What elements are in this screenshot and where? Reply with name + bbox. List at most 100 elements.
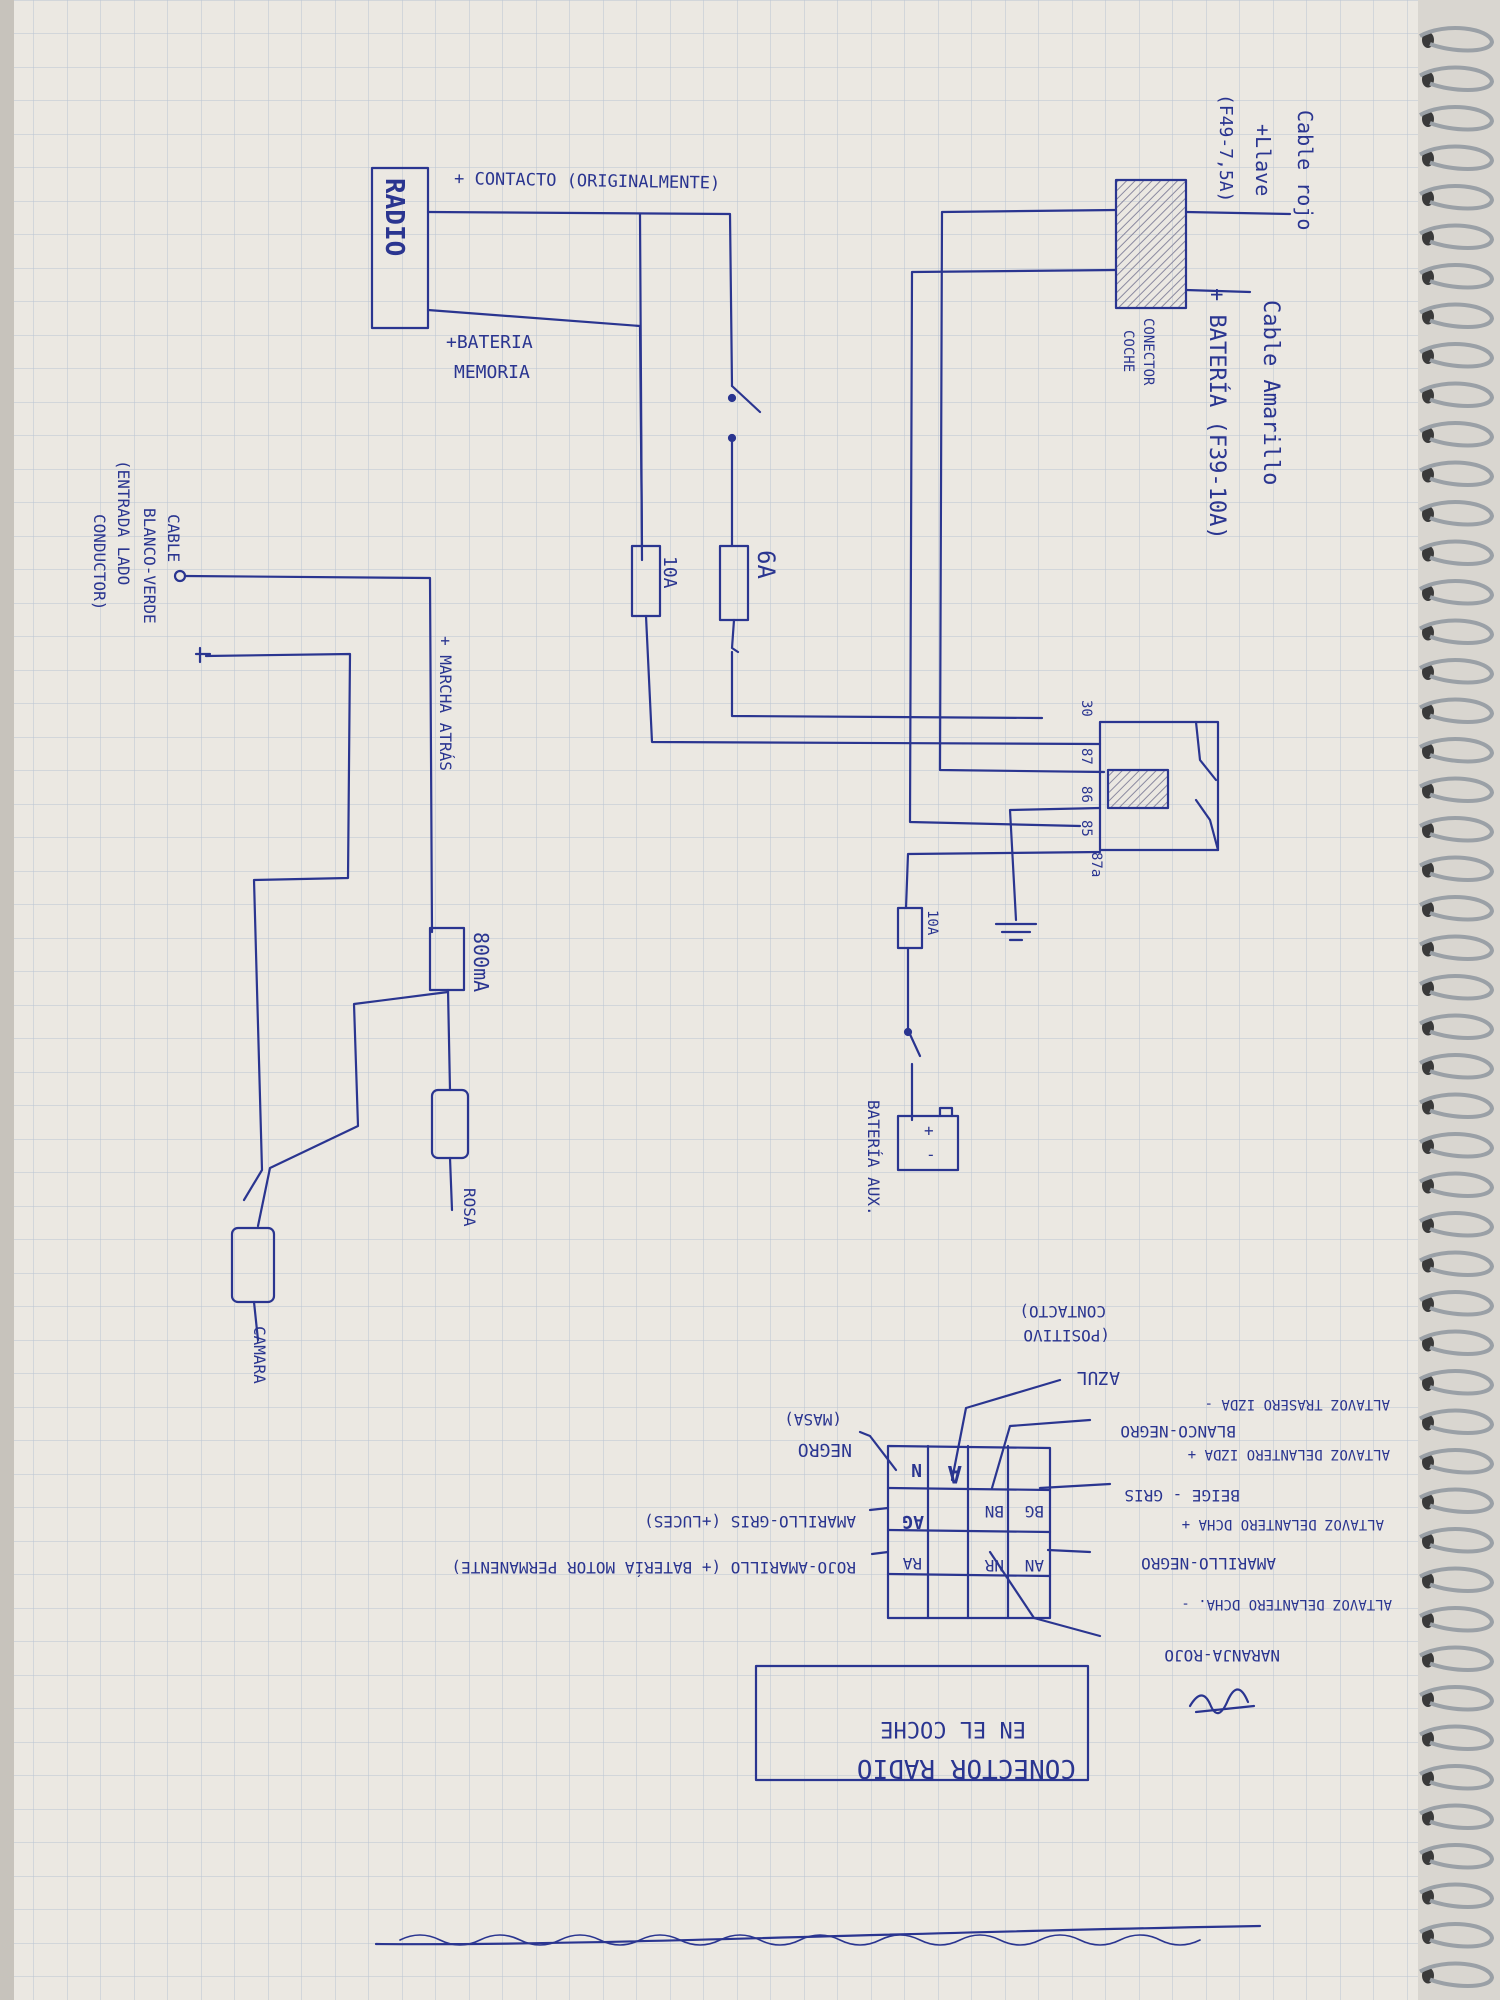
wire-800ma-to-rosa (446, 988, 452, 1092)
conector-coche-label-1: CONECTOR (1140, 318, 1156, 386)
relay-box (1098, 720, 1220, 852)
spiral-ring (1419, 697, 1495, 724)
switch-aux-contact (903, 1027, 913, 1037)
wire-altavoz-tras-izda: ALTAVOZ TRASERO IZDA - (1205, 1396, 1390, 1412)
relay-contacts (1194, 720, 1220, 852)
ground-symbol (994, 922, 1038, 942)
cell-ag: AG (902, 1511, 924, 1532)
cell-ra: RA (902, 1554, 922, 1573)
wire-relay-87a-aux (904, 850, 1102, 910)
connector-grid (886, 1444, 1052, 1620)
relay-pin-87a: 87a (1088, 852, 1104, 877)
cell-bn: BN (985, 1502, 1004, 1521)
spiral-ring (1419, 1053, 1495, 1080)
spiral-ring (1419, 460, 1495, 487)
spiral-ring (1419, 1408, 1495, 1435)
spiral-ring (1419, 1250, 1495, 1277)
spiral-ring (1419, 1527, 1495, 1554)
spiral-ring (1419, 1290, 1495, 1317)
spiral-ring (1419, 1685, 1495, 1712)
spiral-ring (1419, 184, 1495, 211)
spiral-ring (1419, 1961, 1495, 1988)
fuse-10a-top-label: 10A (659, 556, 680, 589)
wire-amarillo-gris: AMARILLO-GRIS (+LUCES) (644, 1512, 856, 1531)
spiral-ring (1419, 26, 1495, 53)
switch-6a-contact-bottom (727, 433, 737, 443)
wire-fuse-6a-down (730, 618, 1044, 720)
wire-relay-85-ground (1008, 806, 1102, 922)
strikethrough-scribble (399, 1934, 1201, 1946)
battery-aux-minus: - (926, 1145, 936, 1164)
bateria-memoria-label-2: MEMORIA (454, 362, 530, 383)
conector-coche-label-2: COCHE (1120, 330, 1136, 372)
connector-box-title-2: EN EL COCHE (880, 1716, 1026, 1741)
spiral-ring (1419, 302, 1495, 329)
leader-rojo-amarillo (870, 1550, 890, 1556)
spiral-ring (1419, 342, 1495, 369)
wire-blanco-verde (183, 574, 434, 934)
wire-marcha-atras-feed (204, 652, 352, 1202)
llave-fuse-label: (F49-7,5A) (1215, 94, 1236, 202)
spiral-ring (1419, 974, 1495, 1001)
wire-rojo-amarillo: ROJO-AMARILLO (+ BATERÍA MOTOR PERMANENT… (451, 1558, 856, 1577)
car-connector-box (1114, 178, 1188, 310)
spiral-ring (1419, 895, 1495, 922)
rosa-label: ROSA (460, 1188, 479, 1227)
wire-altavoz-del-izda: ALTAVOZ DELANTERO IZDA + (1188, 1446, 1390, 1462)
fuse-800ma-label: 800mA (469, 932, 493, 992)
cell-a: A (947, 1460, 962, 1488)
wire-fuse-10a-down (644, 614, 1102, 746)
spiral-ring (1419, 579, 1495, 606)
wire-positivo-label-2: CONTACTO) (1019, 1302, 1106, 1321)
relay-pin-87: 87 (1078, 748, 1094, 765)
fuse-10a-aux-box (896, 906, 924, 950)
spiral-ring (1419, 1803, 1495, 1830)
wire-connector-to-relay-2 (908, 268, 1118, 828)
spiral-ring (1419, 1211, 1495, 1238)
cell-n: N (911, 1459, 922, 1480)
fuse-6a-label: 6A (752, 550, 780, 579)
spiral-ring (1419, 1882, 1495, 1909)
radio-box (370, 166, 430, 330)
spiral-ring (1419, 1329, 1495, 1356)
scribble-note (1188, 1688, 1256, 1715)
spiral-ring (1419, 1369, 1495, 1396)
connector-box-title-1: CONECTOR RADIO (857, 1753, 1076, 1783)
spiral-ring (1419, 855, 1495, 882)
battery-aux-box (896, 1114, 960, 1172)
switch-6a (730, 384, 762, 548)
spiral-ring (1419, 1645, 1495, 1672)
left-edge-shadow (0, 0, 14, 2000)
strikethrough-line (374, 1924, 1262, 1946)
wire-altavoz-del-dcha-plus: ALTAVOZ DELANTERO DCHA + (1182, 1516, 1384, 1532)
camara-label: CAMARA (250, 1326, 269, 1384)
spiral-ring (1419, 1092, 1495, 1119)
llave-label: +Llave (1251, 124, 1275, 196)
bateria-memoria-label-1: +BATERIA (446, 332, 533, 353)
spiral-ring (1419, 1171, 1495, 1198)
leader-negro (858, 1430, 898, 1472)
wire-masa-label: (MASA) (784, 1410, 842, 1429)
leader-azul (950, 1378, 1062, 1482)
spiral-ring (1419, 1922, 1495, 1949)
leader-blanco-negro (990, 1418, 1092, 1490)
cell-an: AN (1025, 1556, 1044, 1575)
cable-label-3: (ENTRADA LADO (114, 460, 133, 585)
spiral-ring (1419, 934, 1495, 961)
spiral-ring (1419, 816, 1495, 843)
spiral-ring (1419, 1606, 1495, 1633)
wire-amarillo-negro: AMARILLO-NEGRO (1141, 1554, 1276, 1573)
spiral-ring (1419, 658, 1495, 685)
spiral-ring (1419, 105, 1495, 132)
cell-nr: NR (984, 1556, 1004, 1575)
radio-label: RADIO (379, 178, 409, 256)
spiral-ring (1419, 1487, 1495, 1514)
wire-ground-stub (194, 646, 212, 664)
spiral-ring (1419, 1566, 1495, 1593)
paper-grid (10, 0, 1455, 2000)
wire-bateria-memoria (426, 308, 644, 548)
spiral-ring (1419, 539, 1495, 566)
cell-bg: BG (1025, 1502, 1044, 1521)
switch-6a-contact-top (727, 393, 737, 403)
